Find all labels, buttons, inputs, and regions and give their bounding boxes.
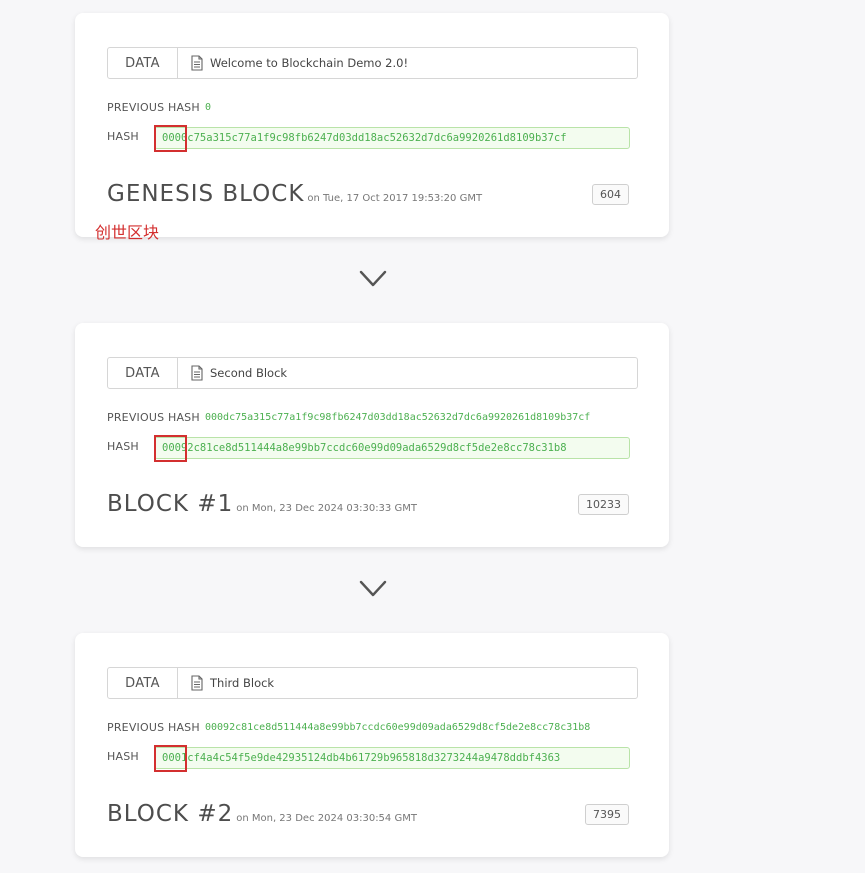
hash-value: 0001cf4a4c54f5e9de42935124db4b61729b9658… [154, 747, 630, 769]
data-field[interactable]: DATA Third Block [107, 667, 638, 699]
data-value[interactable]: Second Block [210, 366, 288, 380]
hash-prefix-highlight [154, 745, 187, 772]
previous-hash-value: 0 [205, 102, 212, 113]
block-title-text: BLOCK #1 [107, 491, 234, 517]
chevron-down-icon [359, 580, 387, 597]
block-card-2: DATA Third Block PREVIOUS HASH 00092c81c… [75, 633, 669, 857]
data-field[interactable]: DATA Welcome to Blockchain Demo 2.0! [107, 47, 638, 79]
block-date: on Mon, 23 Dec 2024 03:30:33 GMT [236, 503, 417, 514]
data-value[interactable]: Welcome to Blockchain Demo 2.0! [210, 56, 409, 70]
nonce-badge: 7395 [585, 804, 629, 825]
block-date: on Tue, 17 Oct 2017 19:53:20 GMT [307, 193, 483, 204]
data-field[interactable]: DATA Second Block [107, 357, 638, 389]
block-date: on Mon, 23 Dec 2024 03:30:54 GMT [236, 813, 417, 824]
data-label: DATA [108, 48, 178, 78]
document-icon [190, 55, 204, 71]
data-value[interactable]: Third Block [210, 676, 275, 690]
hash-value: 0000c75a315c77a1f9c98fb6247d03dd18ac5263… [154, 127, 630, 149]
data-label: DATA [108, 358, 178, 388]
document-icon [190, 365, 204, 381]
document-icon [190, 675, 204, 691]
chevron-down-icon [359, 270, 387, 287]
previous-hash-label: PREVIOUS HASH [107, 721, 200, 734]
hash-value: 00092c81ce8d511444a8e99bb7ccdc60e99d09ad… [154, 437, 630, 459]
previous-hash-label: PREVIOUS HASH [107, 411, 200, 424]
hash-label: HASH [107, 440, 139, 453]
hash-prefix-highlight [154, 125, 187, 152]
hash-label: HASH [107, 750, 139, 763]
previous-hash-label: PREVIOUS HASH [107, 101, 200, 114]
hash-label: HASH [107, 130, 139, 143]
data-label: DATA [108, 668, 178, 698]
genesis-annotation: 创世区块 [95, 223, 160, 242]
block-title-text: GENESIS BLOCK [107, 181, 305, 207]
block-card-1: DATA Second Block PREVIOUS HASH 000dc75a… [75, 323, 669, 547]
nonce-badge: 604 [592, 184, 629, 205]
previous-hash-value: 00092c81ce8d511444a8e99bb7ccdc60e99d09ad… [205, 722, 591, 733]
previous-hash-value: 000dc75a315c77a1f9c98fb6247d03dd18ac5263… [205, 412, 591, 423]
block-card-genesis: DATA Welcome to Blockchain Demo 2.0! PRE… [75, 13, 669, 237]
nonce-badge: 10233 [578, 494, 629, 515]
hash-prefix-highlight [154, 435, 187, 462]
block-title-text: BLOCK #2 [107, 801, 234, 827]
